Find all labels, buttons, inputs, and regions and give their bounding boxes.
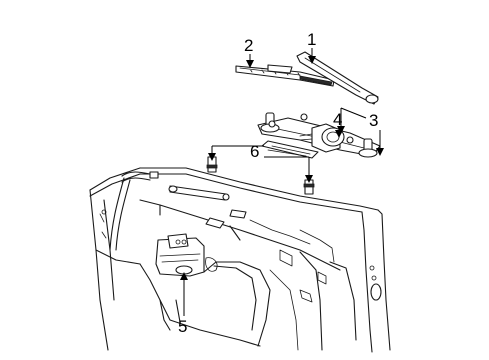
wiper-blade <box>235 64 335 87</box>
wiring-harness <box>261 140 319 159</box>
callout-3: 3 <box>369 111 378 130</box>
callout-1: 1 <box>307 30 316 49</box>
callout-leaders <box>180 48 384 316</box>
callout-4: 4 <box>333 110 342 129</box>
callout-2: 2 <box>244 36 253 55</box>
cowl-panel <box>109 167 391 353</box>
left-fender <box>89 167 141 351</box>
callout-5: 5 <box>178 317 187 336</box>
washer-nozzles <box>206 156 315 195</box>
washer-reservoir <box>155 233 205 277</box>
lower-panel <box>139 257 299 351</box>
callout-6: 6 <box>250 142 259 161</box>
